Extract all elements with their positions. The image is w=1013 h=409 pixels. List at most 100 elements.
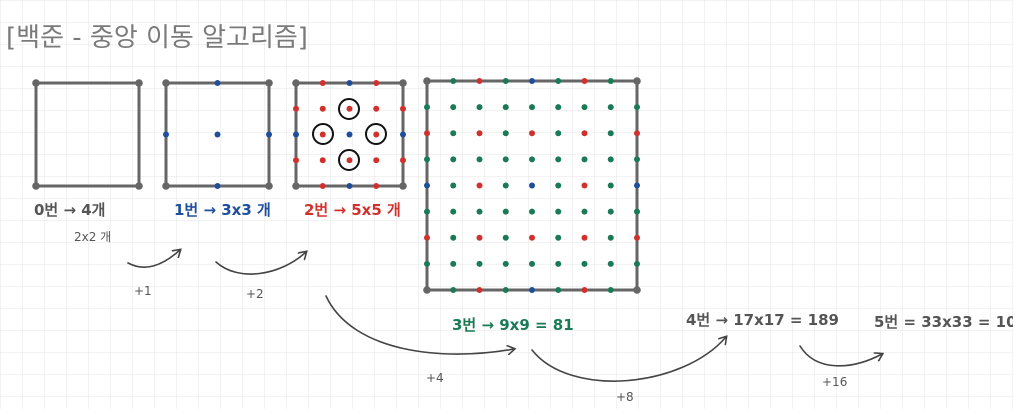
step3-dot (607, 156, 614, 163)
step2-dot (346, 105, 353, 112)
step3-dot (423, 286, 431, 294)
step3-dot (529, 104, 535, 111)
step3-dot (555, 156, 562, 163)
step3-dot (529, 287, 535, 293)
step2-dot (319, 131, 326, 138)
dots-step1 (162, 79, 273, 190)
step1-dot (265, 79, 273, 87)
step2-dot (319, 80, 326, 86)
step2-dot (319, 183, 326, 189)
dots-step2 (292, 79, 407, 190)
arrow-plus4 (325, 295, 514, 354)
step1-dot (162, 79, 170, 87)
step3-dot (502, 104, 509, 111)
step3-dot (581, 104, 588, 111)
step3-dot (476, 104, 483, 111)
step0-dot (135, 182, 143, 190)
step3-dot (450, 182, 457, 189)
dots-step0 (32, 79, 143, 190)
step3-dot (607, 104, 614, 111)
step2-dot (399, 79, 407, 87)
step3-dot (502, 78, 509, 84)
step3-dot (502, 130, 509, 137)
step3-dot (529, 130, 535, 137)
step3-dot (476, 156, 483, 163)
arrow-plus8 (531, 337, 726, 382)
step3-dot (555, 78, 562, 84)
step3-dot (555, 287, 562, 293)
step3-dot (607, 287, 614, 293)
step2-dot (400, 157, 406, 164)
step3-dot (476, 182, 483, 189)
step3-dot (607, 260, 614, 267)
step2-dot (346, 183, 353, 189)
step3-dot (476, 260, 483, 267)
stage2-label: 2번 → 5x5 개 (304, 201, 401, 219)
step3-dot (555, 260, 562, 267)
step3-dot (555, 182, 562, 189)
step2-dot (373, 80, 380, 86)
step3-dot (450, 156, 457, 163)
step3-dot (476, 234, 483, 241)
step3-dot (634, 260, 640, 267)
step1-dot (265, 182, 273, 190)
step3-dot (502, 156, 509, 163)
step3-dot (476, 287, 483, 293)
step3-dot (476, 78, 483, 84)
step2-dot (346, 131, 353, 138)
step3-dot (555, 130, 562, 137)
step2-dot (400, 105, 406, 112)
step3-dot (581, 260, 588, 267)
step2-dot (346, 80, 353, 86)
step2-dot (292, 182, 300, 190)
step3-dot (607, 234, 614, 241)
arrow-plus16 (799, 345, 882, 367)
step3-dot (634, 208, 640, 215)
step3-dot (581, 78, 588, 84)
step3-dot (450, 78, 457, 84)
step3-dot (423, 77, 431, 85)
step2-dot (373, 183, 380, 189)
step3-dot (450, 208, 457, 215)
step3-dot (529, 260, 535, 267)
step2-dot (293, 105, 299, 112)
dots-step3 (423, 77, 641, 294)
step3-dot (607, 78, 614, 84)
step3-dot (529, 208, 535, 215)
step2-dot (373, 131, 380, 138)
step3-dot (581, 130, 588, 137)
step4-label: 4번 → 17x17 = 189 (686, 311, 839, 329)
highlight-ring-left (312, 123, 334, 145)
step3-dot (529, 182, 535, 189)
step0-dot (32, 79, 40, 87)
step3-dot (581, 287, 588, 293)
stage0-label: 0번 → 4개 (34, 201, 106, 219)
step1-dot (214, 131, 221, 138)
step3-dot (502, 260, 509, 267)
step0-dot (135, 79, 143, 87)
increment-plus4: +4 (426, 371, 444, 385)
arrow-plus2 (215, 252, 306, 275)
step1-dot (266, 131, 272, 138)
step3-dot (633, 77, 641, 85)
step3-dot (529, 156, 535, 163)
increment-plus1: +1 (134, 284, 152, 298)
step3-dot (424, 260, 430, 267)
step3-dot (476, 208, 483, 215)
stage3-label: 3번 → 9x9 = 81 (452, 316, 574, 334)
step3-dot (607, 208, 614, 215)
page-title: [백준 - 중앙 이동 알고리즘] (6, 23, 308, 53)
step5-label: 5번 = 33x33 = 1089 (874, 313, 1013, 331)
step3-dot (633, 286, 641, 294)
step3-dot (634, 156, 640, 163)
step2-dot (400, 131, 406, 138)
step1-dot (162, 182, 170, 190)
step3-dot (502, 182, 509, 189)
square-step0 (34, 81, 141, 188)
step3-dot (581, 156, 588, 163)
step3-dot (424, 104, 430, 111)
step3-dot (529, 234, 535, 241)
step3-dot (424, 234, 430, 241)
step3-dot (450, 104, 457, 111)
